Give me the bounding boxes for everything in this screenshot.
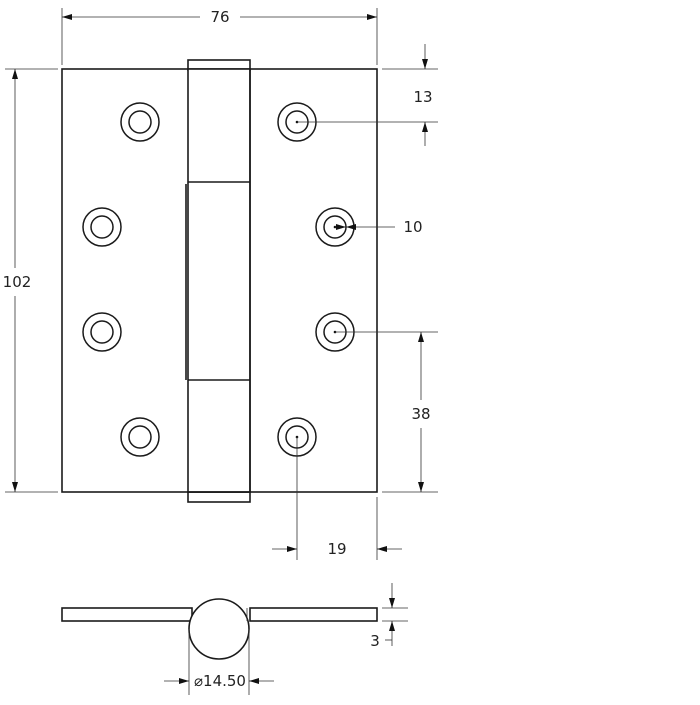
dimension-height-label: 102 bbox=[3, 273, 32, 291]
dimension-edge-offset: 19 bbox=[272, 437, 402, 560]
hole-ring bbox=[90, 215, 114, 239]
dimension-thickness: 3 bbox=[370, 583, 408, 650]
dimension-knuckle-diameter-label: ⌀14.50 bbox=[194, 672, 246, 690]
knuckle bbox=[187, 68, 251, 493]
hole-ring bbox=[120, 102, 160, 142]
side-view bbox=[61, 598, 378, 660]
hole-ring bbox=[82, 207, 122, 247]
dimension-top-offset-label: 13 bbox=[413, 88, 432, 106]
hole-ring bbox=[128, 425, 152, 449]
dimension-width: 76 bbox=[61, 8, 378, 65]
screw-hole-left-3 bbox=[82, 312, 122, 352]
side-plate-right bbox=[249, 607, 378, 622]
side-knuckle bbox=[188, 598, 250, 660]
side-plate-left bbox=[61, 607, 193, 622]
knuckle-middle bbox=[185, 69, 251, 492]
dimension-hole-spacing-label: 38 bbox=[411, 405, 430, 423]
dimension-hole-diameter: 10 bbox=[335, 218, 423, 236]
hole-ring bbox=[128, 110, 152, 134]
dimension-edge-offset-label: 19 bbox=[327, 540, 346, 558]
dimension-top-offset: 13 bbox=[297, 44, 438, 146]
dimension-hole-spacing: 38 bbox=[335, 331, 438, 493]
hole-ring bbox=[120, 417, 160, 457]
screw-hole-left-2 bbox=[82, 207, 122, 247]
dimension-width-label: 76 bbox=[210, 8, 229, 26]
hole-ring bbox=[82, 312, 122, 352]
dimension-hole-diameter-label: 10 bbox=[403, 218, 422, 236]
knuckle-bottom bbox=[187, 491, 251, 503]
hole-ring bbox=[90, 320, 114, 344]
dimension-thickness-label: 3 bbox=[370, 632, 380, 650]
screw-hole-left-1 bbox=[120, 102, 160, 142]
screw-hole-left-4 bbox=[120, 417, 160, 457]
front-view bbox=[61, 59, 378, 503]
dimension-height: 102 bbox=[3, 68, 58, 493]
dimension-knuckle-diameter: ⌀14.50 bbox=[164, 629, 274, 695]
